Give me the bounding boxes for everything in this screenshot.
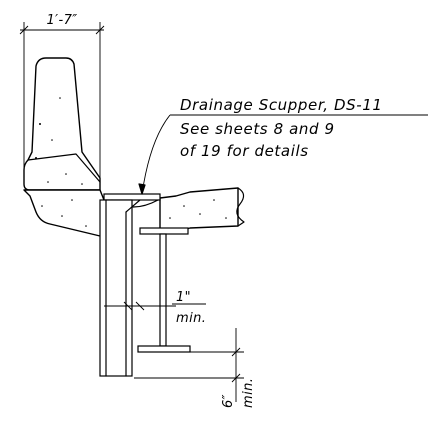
speck — [35, 157, 37, 159]
scupper-callout: Drainage Scupper, DS-11 See sheets 8 and… — [138, 96, 428, 195]
speck — [183, 205, 185, 207]
girder-top-flange — [139, 227, 189, 235]
deck-concrete-speckles — [169, 199, 227, 219]
barrier-width-label: 1′-7″ — [46, 13, 77, 28]
barrier-face-line — [27, 153, 101, 183]
deck-break-line — [236, 187, 245, 227]
speck — [65, 173, 67, 175]
barrier-parapet — [23, 57, 101, 191]
drainage-scupper — [99, 193, 161, 377]
scupper-flange-plate — [103, 193, 161, 201]
speck — [199, 213, 201, 215]
callout-arrowhead — [138, 183, 146, 195]
speck — [71, 199, 73, 201]
speck — [51, 139, 53, 141]
speck — [61, 215, 63, 217]
speck — [225, 217, 227, 219]
downspout-transition — [125, 199, 141, 213]
clearance-value-label: 6″ — [221, 394, 236, 408]
gap-unit-label: min. — [176, 311, 206, 326]
speck — [213, 199, 215, 201]
speck — [39, 123, 41, 125]
clearance-dim-tick-bottom — [231, 373, 241, 383]
speck — [47, 181, 49, 183]
gap-dimension: 1" min. — [104, 290, 206, 326]
steel-girder — [137, 227, 191, 353]
clearance-unit-label: min. — [241, 378, 256, 408]
girder-bottom-flange — [137, 345, 191, 353]
speck — [59, 97, 61, 99]
clearance-dim-tick-top — [231, 347, 241, 357]
barrier-dim-tick-left — [19, 25, 29, 35]
gap-dim-tick-right — [135, 301, 145, 311]
deck-overhang — [23, 189, 105, 237]
callout-title: Drainage Scupper, DS-11 — [180, 96, 383, 114]
speck — [85, 225, 87, 227]
speck — [81, 183, 83, 185]
gap-dim-tick-left — [123, 301, 133, 311]
callout-line-2: See sheets 8 and 9 — [180, 120, 335, 138]
gap-value-label: 1" — [176, 290, 191, 305]
speck — [41, 205, 43, 207]
barrier-concrete-speckles — [35, 97, 87, 227]
barrier-dim-tick-right — [95, 25, 105, 35]
deck-slab-body — [159, 187, 239, 233]
concrete-barrier — [23, 57, 105, 237]
speck — [169, 217, 171, 219]
deck-slab — [159, 187, 245, 233]
scupper-downspout-body — [99, 199, 133, 377]
clearance-dimension: 6″ min. — [134, 328, 256, 408]
callout-line-3: of 19 for details — [180, 142, 309, 160]
callout-leader-line — [141, 114, 171, 195]
girder-web — [159, 233, 167, 347]
barrier-width-dimension: 1′-7″ — [19, 13, 105, 178]
